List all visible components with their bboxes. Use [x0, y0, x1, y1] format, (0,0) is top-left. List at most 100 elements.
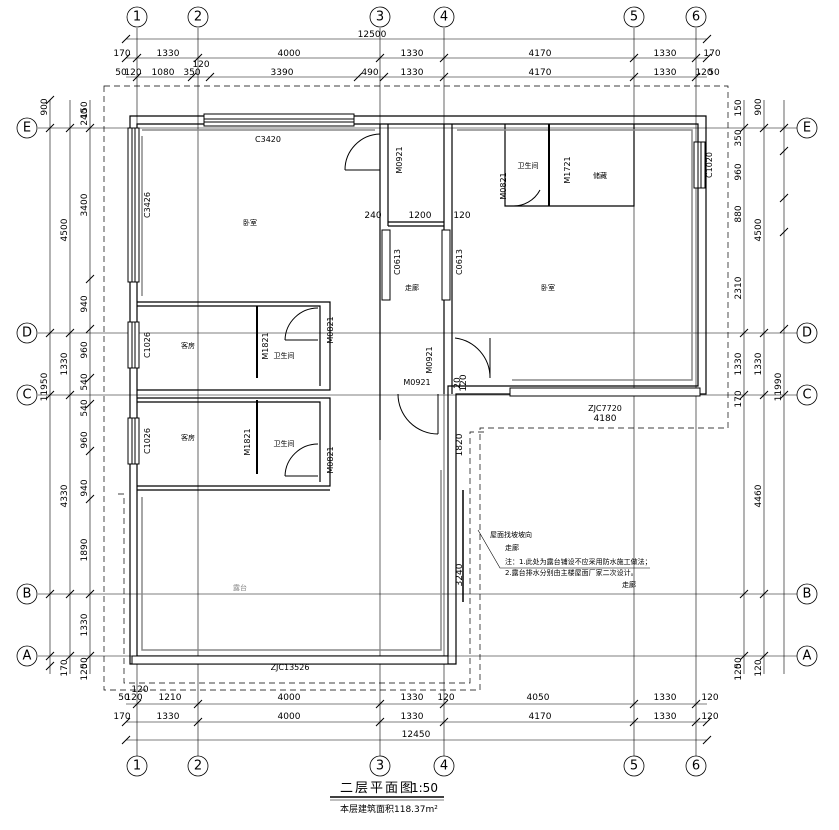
label-door-m0821-right: M0821 — [499, 172, 508, 199]
axis-right-E: E — [803, 121, 811, 136]
dim-top-r2: 170 — [113, 49, 130, 59]
dim-top-r2: 1330 — [157, 49, 180, 59]
label-window-c: C1026 — [143, 428, 152, 454]
dim-top-r2: 4170 — [529, 49, 552, 59]
dim-bottom-r2: 1330 — [654, 712, 677, 722]
dim-left-inner: 540 — [80, 399, 90, 416]
axis-bottom-4: 4 — [440, 759, 448, 774]
dim-top-r3: 490 — [361, 68, 378, 78]
axis-top-3: 3 — [376, 10, 384, 25]
eave-outline — [103, 85, 729, 691]
dim-left-total: 11950 — [40, 372, 50, 401]
label-door-m1721: M1721 — [563, 156, 572, 183]
dim-right-outer: 4460 — [754, 484, 764, 507]
dim-left-inner: 120 — [80, 663, 90, 680]
dim-left-inner: 1330 — [80, 613, 90, 636]
room-terrace: 露台 — [233, 583, 247, 592]
plan-area: 本层建筑面积118.37m² — [340, 803, 438, 815]
label-door-m1821-c: M1821 — [243, 428, 252, 455]
title-block: 二层平面图 1:50 本层建筑面积118.37m² — [330, 781, 444, 815]
label-window-d: C1026 — [143, 332, 152, 358]
axis-top-4: 4 — [440, 10, 448, 25]
label-door-m0921-mid: M0921 — [425, 346, 434, 373]
dim-right-outer: 1330 — [754, 352, 764, 375]
dim-bottom-r2: 1330 — [157, 712, 180, 722]
dim-left-inner: 1890 — [80, 538, 90, 561]
label-beam-bottom: ZJC13526 — [271, 663, 310, 672]
dim-top-r3: 120 — [695, 68, 712, 78]
dim-right-inner: 50 — [734, 657, 744, 669]
axis-left-D: D — [22, 326, 32, 341]
dimension-ticks — [45, 34, 789, 745]
dim-left-inner: 940 — [80, 295, 90, 312]
doors — [256, 124, 550, 602]
dim-left-inner: 240 — [80, 108, 90, 125]
dim-left-inner: 940 — [80, 479, 90, 496]
dim-bottom-r1: 50 — [118, 693, 130, 703]
label-window-right: C1020 — [705, 152, 714, 178]
dim-left-outer: 1330 — [60, 352, 70, 375]
dim-bottom-r1: 1330 — [654, 693, 677, 703]
dim-bottom-r1: 120 — [437, 693, 454, 703]
dim-bottom-r2: 170 — [113, 712, 130, 722]
dim-top-r2: 170 — [703, 49, 720, 59]
dim-right-outer: 120 — [754, 659, 764, 676]
axis-top-1: 1 — [133, 10, 141, 25]
plan-title: 二层平面图 — [340, 781, 415, 796]
dim-bottom-r1: 4000 — [278, 693, 301, 703]
dim-inner: 120 — [459, 374, 469, 391]
dim-top-r2: 1330 — [401, 49, 424, 59]
dim-bottom-r1: 1330 — [401, 693, 424, 703]
dim-right-outer: 900 — [754, 98, 764, 115]
dim-left-outer: 4330 — [60, 484, 70, 507]
dim-right-outer: 4500 — [754, 218, 764, 241]
axis-bottom-3: 3 — [376, 759, 384, 774]
label-door-m0821-c: M0821 — [326, 446, 335, 473]
dim-inner: 120 — [453, 211, 470, 221]
dim-bottom-r1: 120 — [701, 693, 718, 703]
axis-left-B: B — [23, 587, 32, 602]
dim-inner: 3240 — [455, 563, 465, 586]
dim-left-inner: 3400 — [80, 193, 90, 216]
dim-bottom-r2: 120 — [701, 712, 718, 722]
label-door-m0921-top: M0921 — [395, 146, 404, 173]
room-bath-top: 卫生间 — [518, 161, 539, 170]
dim-right-inner: 960 — [734, 163, 744, 180]
axis-bubbles — [16, 6, 818, 777]
room-corridor: 走廊 — [405, 283, 419, 292]
dim-top-r3: 4170 — [529, 68, 552, 78]
axis-bottom-1: 1 — [133, 759, 141, 774]
label-door-m0921-c: M0921 — [403, 378, 430, 387]
dim-bottom-r1: 120 — [125, 693, 142, 703]
note-corridor-1: 走廊 — [505, 543, 519, 552]
axis-top-2: 2 — [194, 10, 202, 25]
dim-top-r3: 50 — [115, 68, 127, 78]
dim-left-inner: 960 — [80, 341, 90, 358]
dim-right-inner: 350 — [734, 129, 744, 146]
room-bedroom-d: 客房 — [181, 341, 195, 350]
dim-left-outer: 4500 — [60, 218, 70, 241]
note-line-1: 注：1.此处为露台铺设不应采用防水施工做法； — [505, 557, 652, 566]
dim-left-inner: 960 — [80, 431, 90, 448]
dim-left-outer: 170 — [60, 659, 70, 676]
dim-left-inner: 50 — [80, 657, 90, 669]
dim-right-inner: 150 — [734, 99, 744, 116]
dim-top-r3: 3390 — [271, 68, 294, 78]
dim-inner: 4180 — [594, 414, 617, 424]
room-storage: 储藏 — [593, 171, 607, 180]
axis-left-E: E — [23, 121, 31, 136]
label-win-c0613-left: C0613 — [393, 249, 402, 275]
label-window-top: C3420 — [255, 135, 281, 144]
leader-lines — [477, 529, 650, 569]
dim-top-r2: 4000 — [278, 49, 301, 59]
axis-top-6: 6 — [692, 10, 700, 25]
dim-bottom-r1: 4050 — [527, 693, 550, 703]
dim-top-r2: 1330 — [654, 49, 677, 59]
dim-bottom-r1: 1210 — [159, 693, 182, 703]
axis-left-A: A — [23, 649, 32, 664]
dim-right-inner: 2310 — [734, 276, 744, 299]
axis-right-B: B — [803, 587, 812, 602]
plan-scale: 1:50 — [411, 781, 438, 795]
dim-top-r3: 120 — [192, 60, 209, 70]
